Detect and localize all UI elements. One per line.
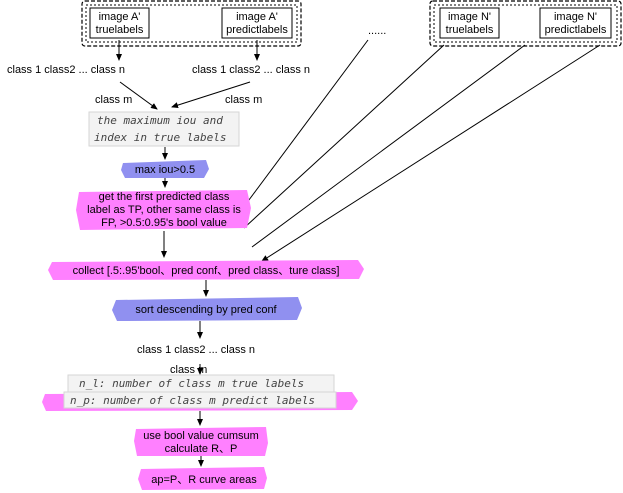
counts-note-line2: n_p: number of class m predict labels xyxy=(70,394,315,407)
counts-note-line1: n_l: number of class m true labels xyxy=(79,377,304,390)
image-n-predictlabels-line1: image N' xyxy=(554,11,597,23)
line-n-true-to-tp xyxy=(243,44,445,229)
threshold-label: max iou>0.5 xyxy=(135,164,195,176)
image-a-predictlabels-line1: image A' xyxy=(236,11,278,23)
true-class-list: class 1 class2 ... class n xyxy=(7,64,125,76)
cumsum-step: use bool value cumsum calculate R、P xyxy=(134,427,268,456)
tp-rule-line2: label as TP, other same class is xyxy=(87,204,241,216)
image-n-predictlabels-box: image N' predictlabels xyxy=(539,7,612,39)
cumsum-line1: use bool value cumsum xyxy=(143,430,259,442)
cumsum-line2: calculate R、P xyxy=(165,443,238,455)
image-a-predictlabels-line2: predictlabels xyxy=(226,24,288,36)
collect-label: collect [.5:.95'bool、pred conf、pred clas… xyxy=(73,265,340,277)
sorted-class-m-label: class m xyxy=(170,364,207,376)
image-n-group: image N' truelabels image N' predictlabe… xyxy=(429,0,622,47)
counts-note: n_l: number of class m true labels n_p: … xyxy=(42,374,358,411)
ap-label: ap=P、R curve areas xyxy=(151,474,257,486)
pred-class-m-label: class m xyxy=(225,94,262,106)
image-a-truelabels-box: image A' truelabels xyxy=(89,7,150,39)
arrow-n-to-collect xyxy=(261,44,601,262)
line-n-pred-to-tp xyxy=(251,44,526,248)
tp-rule-line1: get the first predicted class xyxy=(99,191,230,203)
max-iou-note-line2: index in true labels xyxy=(94,131,226,144)
max-iou-note: the maximum iou and index in true labels xyxy=(88,111,240,147)
image-a-truelabels-line2: truelabels xyxy=(96,24,144,36)
arrow-pred-class-m-to-iou xyxy=(171,81,251,109)
sort-label: sort descending by pred conf xyxy=(135,304,277,316)
image-a-truelabels-line1: image A' xyxy=(99,11,141,23)
true-class-m-label: class m xyxy=(95,94,132,106)
ellipsis-label: ...... xyxy=(368,25,386,37)
max-iou-note-line1: the maximum iou and xyxy=(97,114,223,127)
image-n-predictlabels-line2: predictlabels xyxy=(545,24,607,36)
sort-step: sort descending by pred conf xyxy=(112,297,302,321)
collect-step: collect [.5:.95'bool、pred conf、pred clas… xyxy=(48,260,364,280)
arrow-true-class-m-to-iou xyxy=(119,81,158,110)
threshold-step: max iou>0.5 xyxy=(121,160,209,178)
image-n-truelabels-box: image N' truelabels xyxy=(439,7,500,39)
image-a-predictlabels-box: image A' predictlabels xyxy=(221,7,293,39)
tp-rule-line3: FP, >0.5:0.95's bool value xyxy=(101,217,227,229)
sorted-class-list: class 1 class2 ... class n xyxy=(137,344,255,356)
image-a-group: image A' truelabels image A' predictlabe… xyxy=(81,0,302,47)
tp-rule-step: get the first predicted class label as T… xyxy=(76,190,251,230)
ap-step: ap=P、R curve areas xyxy=(138,467,267,490)
image-n-truelabels-line2: truelabels xyxy=(446,24,494,36)
pred-class-list: class 1 class2 ... class n xyxy=(192,64,310,76)
image-n-truelabels-line1: image N' xyxy=(448,11,491,23)
line-other-images-to-tp xyxy=(239,39,369,213)
